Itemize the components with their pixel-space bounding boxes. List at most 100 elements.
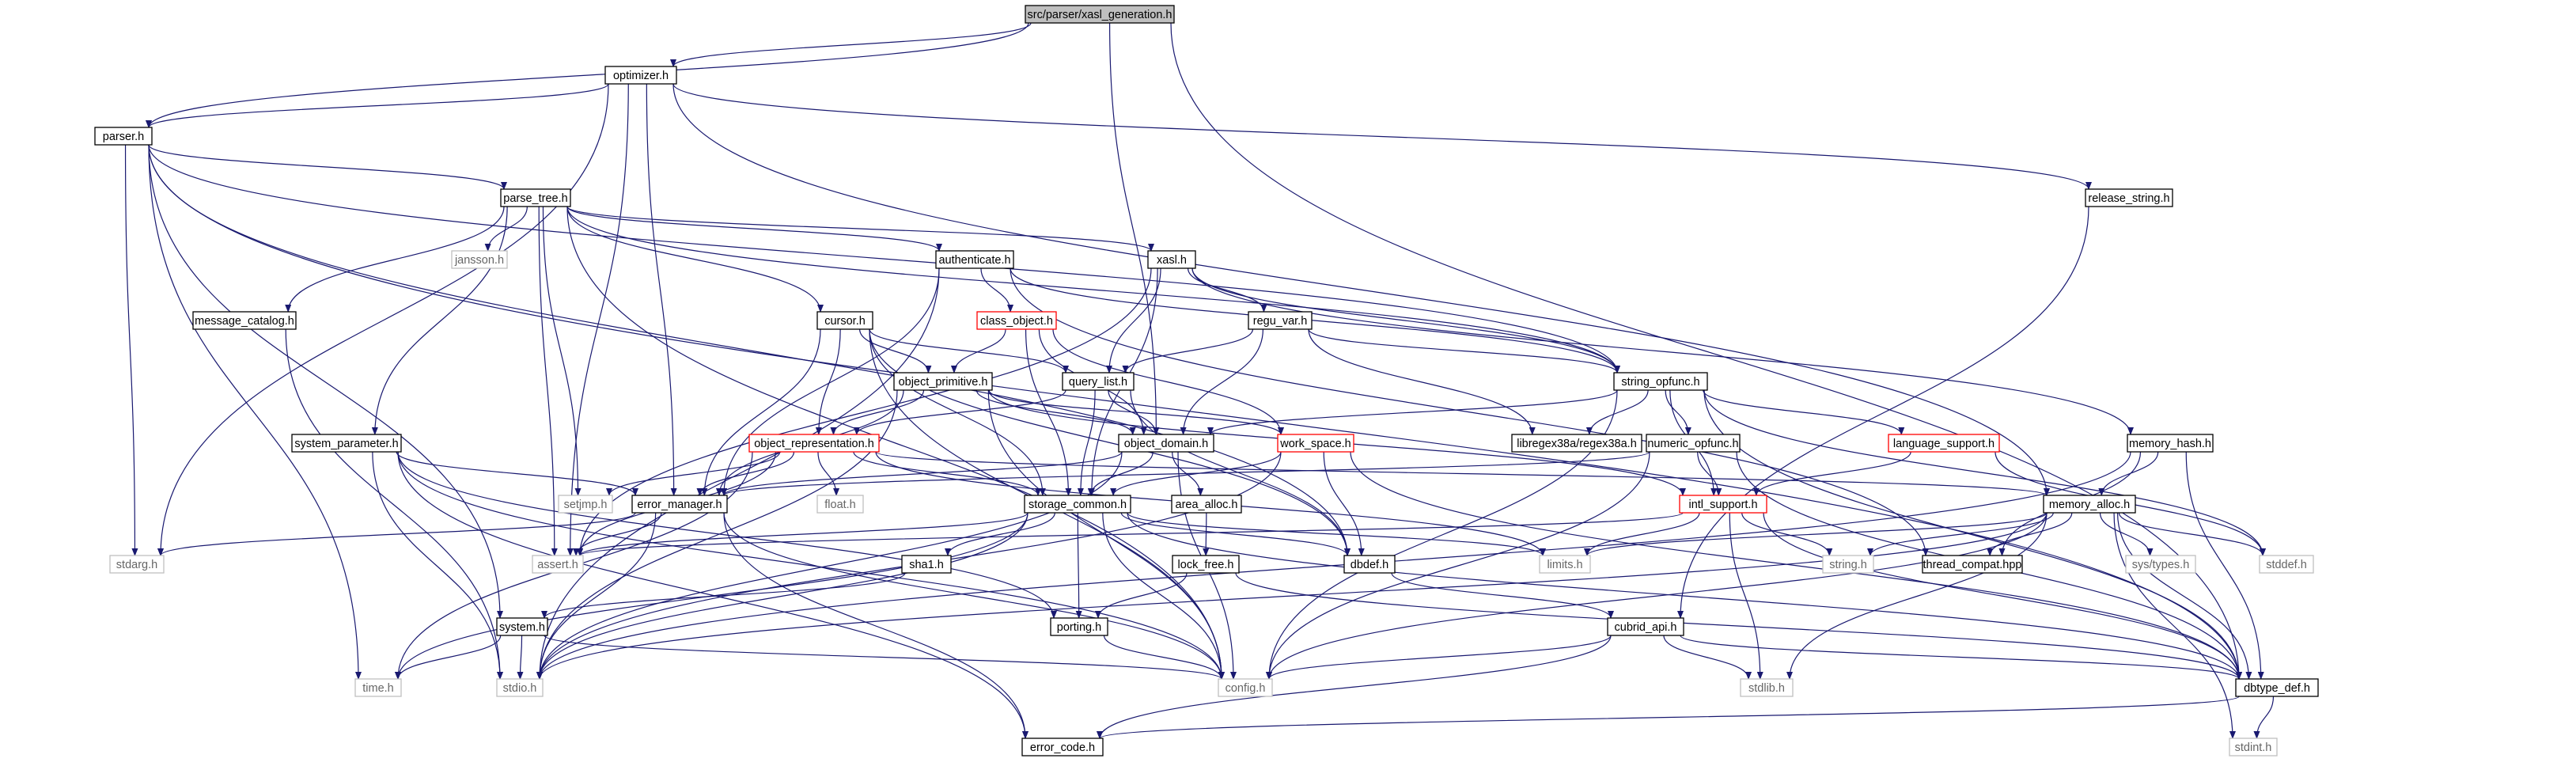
node-language-support[interactable]: language_support.h (1888, 434, 2000, 453)
edge-cursor-to-error_manager (701, 328, 821, 496)
edge-xasl-to-assert (577, 267, 1152, 556)
node-box (893, 372, 993, 391)
node-lock-free[interactable]: lock_free.h (1172, 555, 1240, 574)
node-box (1888, 434, 2000, 453)
node-box (94, 127, 153, 146)
node-label: jansson.h (454, 254, 504, 267)
node-porting[interactable]: porting.h (1050, 617, 1108, 636)
node-thread-compat[interactable]: thread_compat.hpp (1922, 555, 2023, 574)
node-box (451, 250, 508, 269)
node-xasl-generation[interactable]: src/parser/xasl_generation.h (1025, 5, 1175, 24)
node-optimizer[interactable]: optimizer.h (604, 66, 677, 85)
node-object-primitive[interactable]: object_primitive.h (893, 372, 993, 391)
edge-string_opfunc-to-language_support (1703, 389, 1905, 435)
node-label: limits.h (1547, 559, 1582, 571)
node-release-string[interactable]: release_string.h (2085, 188, 2173, 207)
edge-language_support-to-intl_support (1752, 451, 1911, 496)
node-stddef: stddef.h (2259, 555, 2314, 574)
node-system[interactable]: system.h (496, 617, 548, 636)
edge-parse_tree-to-xasl (566, 206, 1154, 252)
node-label: float.h (824, 499, 856, 511)
node-label: cubrid_api.h (1615, 621, 1677, 634)
edge-dbtype_def-to-stdint (2253, 696, 2275, 739)
node-work-space[interactable]: work_space.h (1277, 434, 1354, 453)
node-label: stddef.h (2266, 559, 2307, 571)
node-label: parser.h (103, 131, 144, 143)
node-error-manager[interactable]: error_manager.h (631, 495, 728, 514)
edge-storage_common-to-limits (1127, 512, 1546, 556)
edge-memory_alloc-to-stdint (2113, 512, 2236, 739)
node-box (1343, 555, 1396, 574)
node-label: porting.h (1057, 621, 1101, 634)
node-label: numeric_opfunc.h (1647, 438, 1738, 450)
node-system-parameter[interactable]: system_parameter.h (291, 434, 402, 453)
edge-error_manager-to-config (723, 512, 1225, 680)
node-area-alloc[interactable]: area_alloc.h (1171, 495, 1242, 514)
node-string-h: string.h (1822, 555, 1874, 574)
node-object-domain[interactable]: object_domain.h (1118, 434, 1214, 453)
edge-parse_tree-to-system_parameter (371, 206, 508, 435)
node-box (1922, 555, 2023, 574)
node-object-representation[interactable]: object_representation.h (748, 434, 880, 453)
node-class-object[interactable]: class_object.h (976, 311, 1057, 330)
node-cubrid-api[interactable]: cubrid_api.h (1607, 617, 1684, 636)
edge-class_object-to-work_space (1052, 328, 1284, 435)
edge-layer (124, 22, 2275, 739)
edge-message_catalog-to-stdio (285, 328, 503, 680)
node-numeric-opfunc[interactable]: numeric_opfunc.h (1646, 434, 1741, 453)
node-box (2043, 495, 2136, 514)
edge-parser-to-system (148, 144, 503, 619)
node-libregex38a[interactable]: libregex38a/regex38a.h (1511, 434, 1642, 453)
node-sys-types: sys/types.h (2125, 555, 2196, 574)
node-box (500, 188, 571, 207)
edge-work_space-to-dbdef (1323, 451, 1365, 556)
node-box (1248, 311, 1313, 330)
node-box (532, 555, 584, 574)
node-box (2127, 434, 2214, 453)
node-message-catalog[interactable]: message_catalog.h (192, 311, 297, 330)
node-parse-tree[interactable]: parse_tree.h (500, 188, 571, 207)
edge-object_domain-to-storage_common (1087, 451, 1154, 496)
edge-system_parameter-to-error_manager (396, 451, 638, 496)
edge-numeric_opfunc-to-error_manager (721, 451, 1650, 496)
node-label: stdlib.h (1748, 682, 1785, 695)
edge-cubrid_api-to-stdlib (1663, 635, 1752, 680)
node-label: work_space.h (1279, 438, 1351, 450)
edge-parser-to-dbdef (148, 144, 1351, 556)
node-box (354, 678, 402, 697)
node-regu-var[interactable]: regu_var.h (1248, 311, 1313, 330)
node-box (2259, 555, 2314, 574)
node-box (1021, 738, 1104, 757)
node-sha1[interactable]: sha1.h (901, 555, 952, 574)
edge-lock_free-to-dbtype_def (1235, 572, 2242, 680)
node-box (109, 555, 165, 574)
node-authenticate[interactable]: authenticate.h (935, 250, 1014, 269)
node-stdlib: stdlib.h (1740, 678, 1794, 697)
node-storage-common[interactable]: storage_common.h (1024, 495, 1131, 514)
node-memory-alloc[interactable]: memory_alloc.h (2043, 495, 2136, 514)
node-label: system_parameter.h (294, 438, 398, 450)
node-cursor[interactable]: cursor.h (816, 311, 873, 330)
edge-lock_free-to-porting (1095, 572, 1188, 619)
node-memory-hash[interactable]: memory_hash.h (2127, 434, 2214, 453)
node-label: sha1.h (909, 559, 944, 571)
node-dbdef[interactable]: dbdef.h (1343, 555, 1396, 574)
edge-xasl_generation-to-parser (146, 22, 1029, 128)
node-box (1646, 434, 1741, 453)
node-intl-support[interactable]: intl_support.h (1679, 495, 1767, 514)
node-label: stdio.h (503, 682, 537, 695)
edge-cursor-to-object_primitive (859, 328, 932, 374)
edge-query_list-to-object_representation (853, 389, 1066, 435)
node-xasl[interactable]: xasl.h (1147, 250, 1196, 269)
edge-class_object-to-object_primitive (950, 328, 1006, 374)
node-label: message_catalog.h (195, 315, 294, 328)
node-string-opfunc[interactable]: string_opfunc.h (1613, 372, 1708, 391)
edge-string_opfunc-to-stddef (1703, 389, 2266, 556)
node-parser[interactable]: parser.h (94, 127, 153, 146)
node-stdarg: stdarg.h (109, 555, 165, 574)
edge-xasl-to-string_opfunc (1191, 267, 1620, 374)
node-error-code[interactable]: error_code.h (1021, 738, 1104, 757)
node-dbtype-def[interactable]: dbtype_def.h (2235, 678, 2319, 697)
node-query-list[interactable]: query_list.h (1062, 372, 1135, 391)
edge-parse_tree-to-config (566, 206, 1225, 680)
